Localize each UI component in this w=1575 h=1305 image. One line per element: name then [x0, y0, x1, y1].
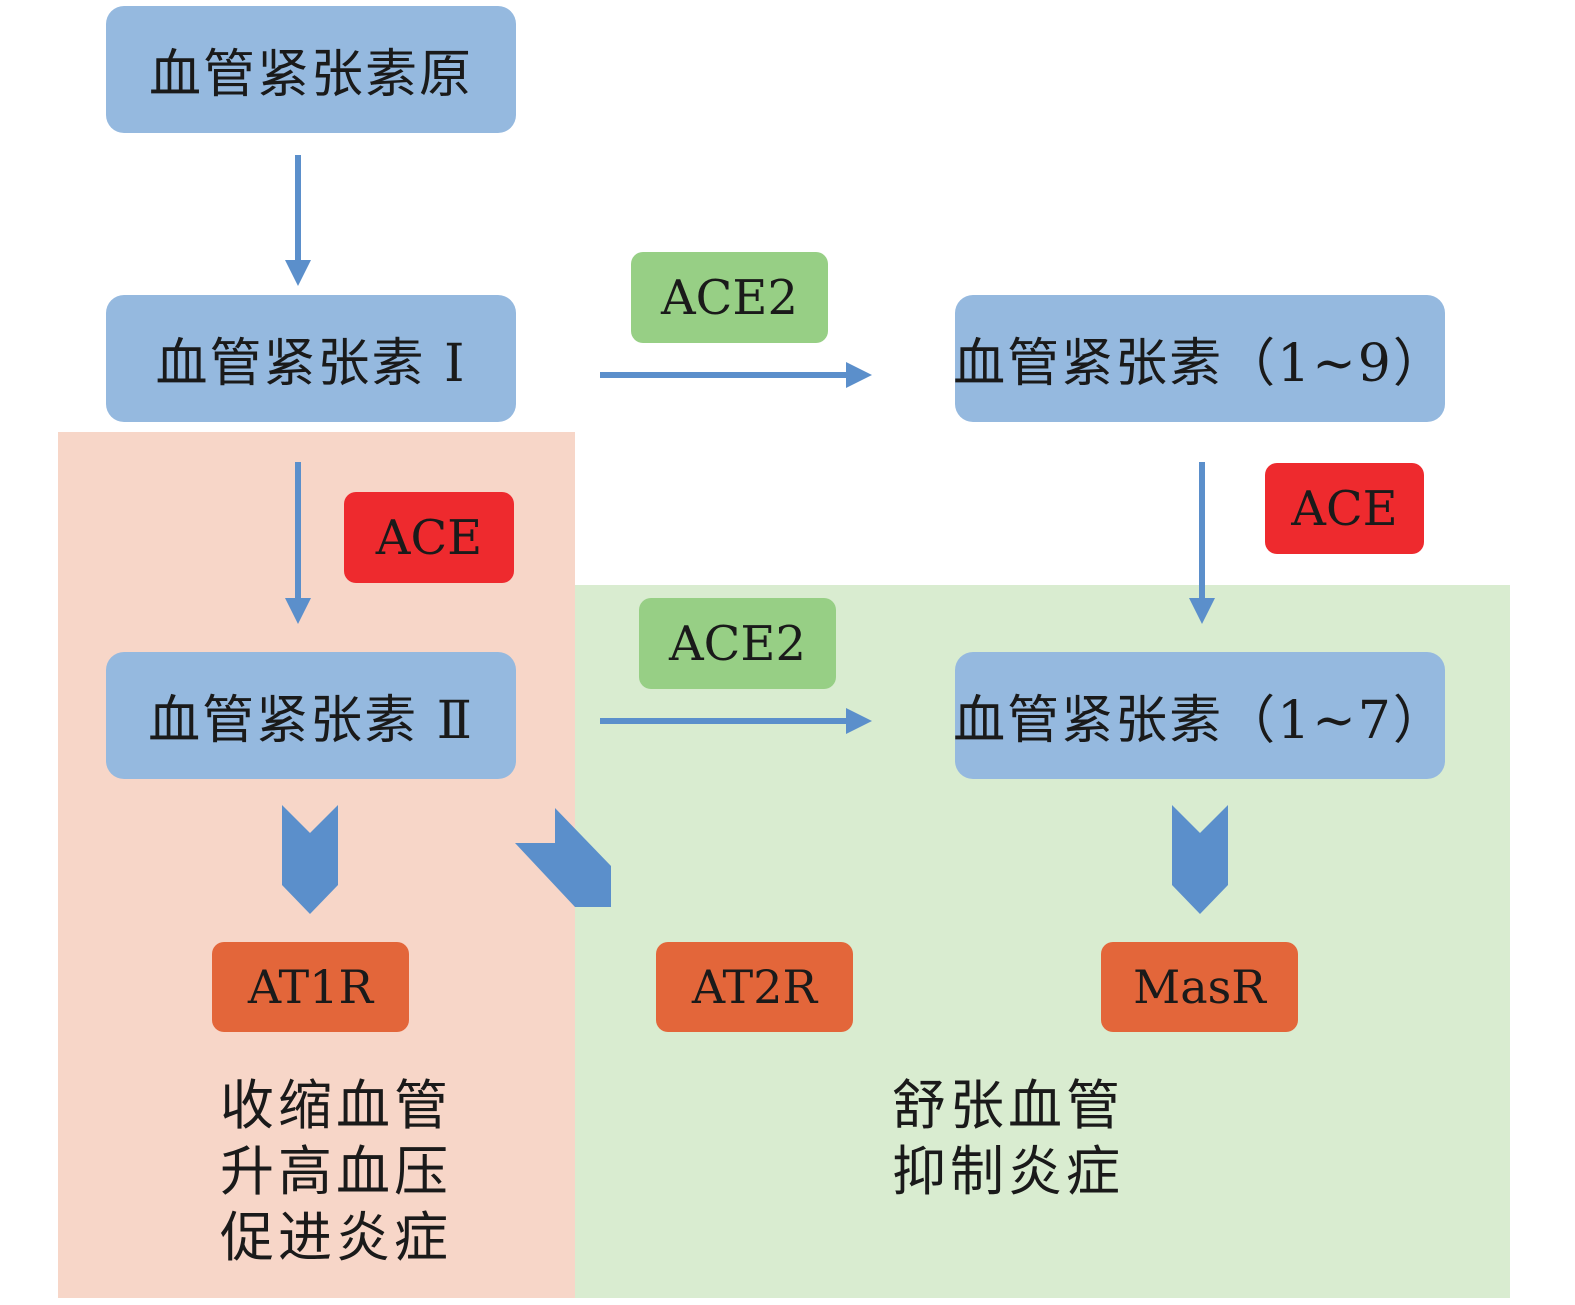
arrow-ang1-9-to-ang1-7 — [1189, 462, 1215, 624]
enzyme-ace-right-label: ACE — [1291, 480, 1398, 537]
node-angiotensin-1-9: 血管紧张素（1~9） — [953, 295, 1447, 422]
node-angiotensin-1: 血管紧张素 Ⅰ — [106, 295, 516, 422]
effect-line: 抑制炎症 — [892, 1140, 1124, 1203]
node-angiotensin-1-label: 血管紧张素 Ⅰ — [155, 334, 467, 394]
node-angiotensinogen: 血管紧张素原 — [106, 6, 516, 133]
node-angiotensin-1-9-label: 血管紧张素（1~9） — [953, 334, 1447, 394]
enzyme-ace2-top-label: ACE2 — [661, 269, 798, 326]
node-angiotensin-2-label: 血管紧张素 Ⅱ — [148, 691, 474, 751]
enzyme-ace2-mid-label: ACE2 — [669, 615, 806, 672]
arrow-ang2-to-ang1-7 — [600, 708, 872, 734]
effects-left: 收缩血管 升高血压 促进炎症 — [220, 1073, 452, 1271]
node-angiotensin-1-7: 血管紧张素（1~7） — [953, 652, 1447, 779]
effect-line: 收缩血管 — [220, 1074, 452, 1137]
effect-line: 升高血压 — [220, 1140, 452, 1203]
enzyme-ace2-mid: ACE2 — [639, 598, 836, 689]
effect-line: 舒张血管 — [892, 1074, 1124, 1137]
chevron-arrow-to-at1r — [282, 805, 338, 914]
enzyme-ace-left-label: ACE — [375, 509, 483, 566]
node-angiotensin-1-7-label: 血管紧张素（1~7） — [953, 691, 1447, 751]
receptor-masr: MasR — [1101, 942, 1298, 1032]
chevron-arrow-to-at2r — [515, 808, 611, 907]
enzyme-ace-right: ACE — [1265, 463, 1424, 554]
enzyme-ace2-top: ACE2 — [631, 252, 828, 343]
effects-right: 舒张血管 抑制炎症 — [892, 1073, 1124, 1205]
receptor-at2r-label: AT2R — [691, 960, 818, 1014]
effect-line: 促进炎症 — [220, 1206, 452, 1269]
node-angiotensin-2: 血管紧张素 Ⅱ — [106, 652, 516, 779]
chevron-arrow-to-masr — [1172, 805, 1228, 914]
receptor-at1r: AT1R — [212, 942, 409, 1032]
arrow-ang1-to-ang2 — [285, 462, 311, 624]
receptor-masr-label: MasR — [1133, 960, 1266, 1014]
enzyme-ace-left: ACE — [344, 492, 514, 583]
receptor-at1r-label: AT1R — [247, 960, 374, 1014]
arrow-angiotensinogen-to-ang1 — [285, 155, 311, 286]
receptor-at2r: AT2R — [656, 942, 853, 1032]
arrow-ang1-to-ang1-9 — [600, 362, 872, 388]
node-angiotensinogen-label: 血管紧张素原 — [148, 45, 473, 105]
